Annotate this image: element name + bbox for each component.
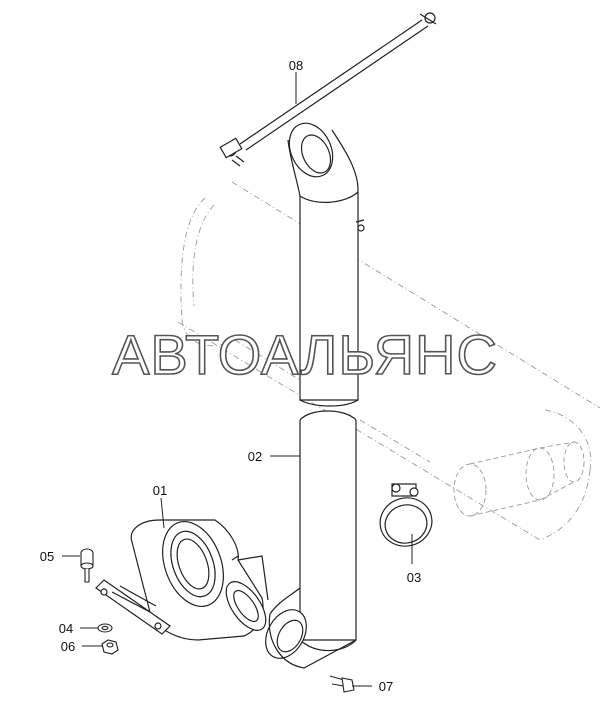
part-03-clamp — [379, 483, 433, 547]
part-04-washer — [97, 623, 113, 633]
part-05-bolt — [80, 548, 94, 583]
part-02-pipe — [265, 410, 357, 669]
label-02: 02 — [248, 449, 262, 464]
part-08-tie-rod — [219, 12, 437, 167]
leader-lines — [62, 72, 413, 687]
tailpipe-ghost — [453, 441, 585, 517]
label-08: 08 — [289, 58, 303, 73]
part-07-bolt — [329, 675, 355, 693]
label-04: 04 — [59, 621, 73, 636]
silencer-ghost — [177, 181, 601, 541]
label-06: 06 — [61, 639, 75, 654]
part-06-nut — [101, 639, 119, 655]
part-01-elbow-bracket — [95, 519, 269, 641]
label-05: 05 — [40, 549, 54, 564]
upper-elbow-pipe — [287, 122, 365, 407]
label-01: 01 — [153, 483, 167, 498]
label-03: 03 — [407, 570, 421, 585]
label-07: 07 — [379, 679, 393, 694]
leader-01 — [160, 497, 165, 529]
